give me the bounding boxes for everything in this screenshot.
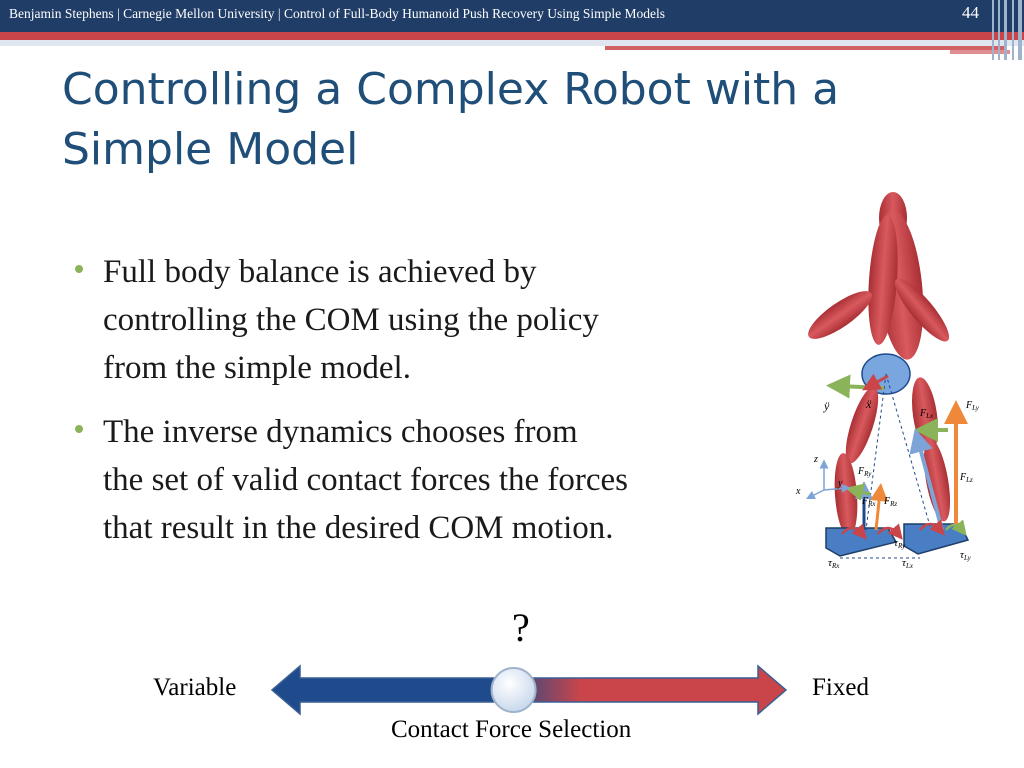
header-stripe [0, 32, 1024, 54]
bullet-list: Full body balance is achieved by control… [75, 248, 795, 568]
bullet-item: The inverse dynamics chooses from the se… [75, 408, 795, 552]
robot-torso-back [868, 215, 898, 345]
torque-arc [945, 519, 967, 536]
force-arrow [870, 483, 889, 531]
slide-number: 44 [962, 3, 979, 22]
slide-title: Controlling a Complex Robot with a Simpl… [62, 60, 942, 180]
axis-y-label: y [837, 478, 843, 489]
force-subscript: Ly [971, 404, 980, 412]
robot-leg [845, 386, 879, 464]
force-subscript: Lz [965, 476, 973, 484]
question-mark: ? [512, 605, 530, 650]
bullet-item: Full body balance is achieved by control… [75, 248, 795, 392]
variable-label: Variable [153, 674, 237, 701]
decor-vertical-lines [992, 0, 1022, 60]
xdd-label: ẍ [865, 397, 872, 411]
force-label: F [959, 472, 967, 483]
svg-text:τLy: τLy [960, 549, 972, 562]
bullet-line: that result in the desired COM motion. [103, 510, 614, 546]
svg-text:FRx: FRx [861, 496, 876, 508]
torque-arc [841, 523, 867, 540]
torque-subscript: Lx [905, 562, 914, 570]
axis-x-label: x [795, 486, 801, 497]
header-bar [0, 0, 1024, 32]
bullet-dot [75, 265, 83, 273]
bullet-line: The inverse dynamics chooses from [103, 414, 578, 450]
bullet-dot [75, 425, 83, 433]
axis-z-label: z [813, 454, 818, 465]
title-line-2: Simple Model [62, 124, 359, 175]
force-label: F [857, 466, 865, 477]
title-line-1: Controlling a Complex Robot with a [62, 64, 840, 115]
robot-foot-left [903, 523, 970, 555]
ydd-label: ÿ [823, 399, 830, 413]
force-arrow [909, 428, 944, 531]
torque-label: τ [902, 557, 907, 569]
bullet-line: the set of valid contact forces the forc… [103, 462, 629, 498]
force-label: F [919, 408, 927, 419]
force-subscript: Lx [925, 412, 934, 420]
force-label: F [883, 496, 891, 507]
svg-text:τRy: τRy [894, 537, 906, 550]
svg-text:τLx: τLx [902, 557, 914, 570]
bullet-line: controlling the COM using the policy [103, 302, 599, 338]
slider-knob [490, 667, 537, 713]
svg-text:τRx: τRx [828, 557, 840, 570]
robot-arm [894, 278, 950, 342]
torque-arc [919, 519, 945, 536]
torque-subscript: Ly [963, 554, 972, 562]
torque-label: τ [960, 549, 965, 561]
fixed-label: Fixed [812, 674, 869, 701]
force-subscript: Rx [867, 500, 876, 508]
com-accel-arrow [862, 373, 889, 391]
bullet-line: from the simple model. [103, 350, 411, 386]
svg-text:FLz: FLz [959, 472, 973, 484]
force-arrow [845, 483, 871, 501]
force-label: F [861, 496, 869, 507]
force-subscript: Rz [889, 500, 897, 508]
robot-leg [923, 438, 951, 522]
svg-text:FLy: FLy [965, 400, 980, 412]
force-label: F [965, 400, 973, 411]
humanoid-robot-figure: ÿ ẍ z x y FLy FLx FLz FRy FRx FRz τRx τR… [795, 192, 980, 570]
torque-subscript: Ry [897, 542, 906, 550]
svg-text:FLx: FLx [919, 408, 934, 420]
torque-label: τ [894, 537, 899, 549]
force-subscript: Ry [863, 470, 872, 478]
torque-subscript: Rx [831, 562, 840, 570]
com-accel-arrow [826, 374, 885, 399]
torque-arc [877, 523, 903, 540]
contact-force-slider [270, 664, 788, 716]
svg-text:FRz: FRz [883, 496, 897, 508]
robot-leg [834, 453, 858, 537]
robot-arm [808, 291, 872, 339]
torque-label: τ [828, 557, 833, 569]
slider-caption: Contact Force Selection [391, 716, 632, 743]
bullet-line: Full body balance is achieved by [103, 254, 537, 290]
header-text: Benjamin Stephens | Carnegie Mellon Univ… [9, 6, 665, 21]
svg-text:FRy: FRy [857, 466, 872, 478]
